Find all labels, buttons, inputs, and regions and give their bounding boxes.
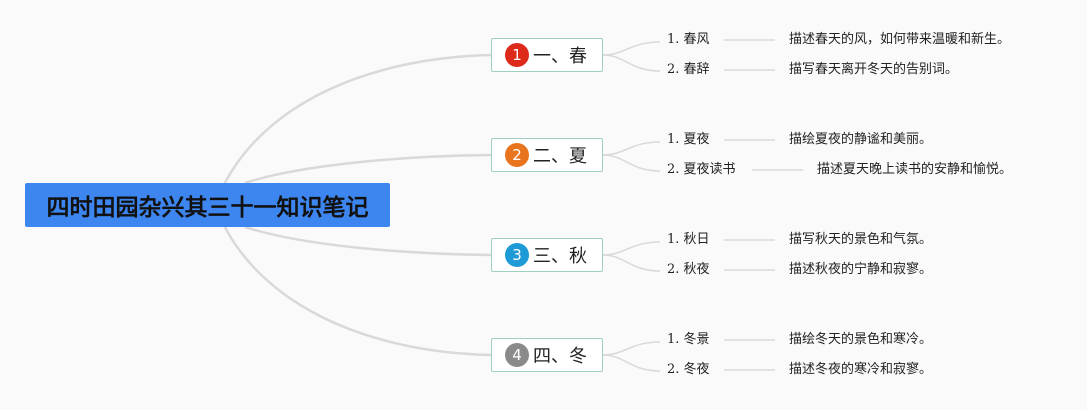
root-node[interactable]: 四时田园杂兴其三十一知识笔记 [25, 183, 390, 227]
connector-b3-leaf1 [602, 241, 661, 256]
desc-summer-1[interactable]: 描绘夏夜的静谧和美丽。 [789, 132, 933, 147]
badge-number-3: 3 [505, 243, 529, 267]
desc-winter-1[interactable]: 描绘冬天的景色和寒冷。 [789, 332, 933, 347]
connector-root-branch-3 [244, 225, 492, 257]
branch-node-autumn[interactable]: 3 三、秋 [491, 238, 603, 272]
leaf-node-spring-1[interactable]: 1. 春风 [667, 32, 710, 47]
branch-label: 三、秋 [533, 246, 587, 267]
leaf-node-spring-2[interactable]: 2. 春辞 [667, 62, 710, 77]
connector-b1-leaf2 [602, 54, 661, 72]
connector-b2-leaf2 [602, 154, 661, 172]
badge-number-4: 4 [505, 343, 529, 367]
branch-node-spring[interactable]: 1 一、春 [491, 38, 603, 72]
connector-root-branch-4 [213, 204, 492, 357]
leaf-node-winter-2[interactable]: 2. 冬夜 [667, 362, 710, 377]
desc-winter-2[interactable]: 描述冬夜的寒冷和寂寥。 [789, 362, 933, 377]
connector-b2-leaf1 [602, 141, 661, 156]
branch-node-summer[interactable]: 2 二、夏 [491, 138, 603, 172]
connector-b3-leaf2 [602, 254, 661, 272]
desc-autumn-1[interactable]: 描写秋天的景色和气氛。 [789, 232, 933, 247]
root-title: 四时田园杂兴其三十一知识笔记 [46, 195, 369, 221]
leaf-node-summer-1[interactable]: 1. 夏夜 [667, 132, 710, 147]
leaf-node-winter-1[interactable]: 1. 冬景 [667, 332, 710, 347]
branch-label: 二、夏 [533, 146, 587, 167]
leaf-node-summer-2[interactable]: 2. 夏夜读书 [667, 162, 736, 177]
badge-number-2: 2 [505, 143, 529, 167]
branch-label: 四、冬 [533, 346, 587, 367]
connector-b4-leaf2 [602, 354, 661, 372]
leaf-node-autumn-2[interactable]: 2. 秋夜 [667, 262, 710, 277]
connector-root-branch-2 [244, 153, 492, 185]
connector-b1-leaf1 [602, 41, 661, 56]
desc-summer-2[interactable]: 描述夏天晚上读书的安静和愉悦。 [817, 162, 1013, 177]
desc-spring-1[interactable]: 描述春天的风，如何带来温暖和新生。 [789, 32, 1011, 47]
desc-spring-2[interactable]: 描写春天离开冬天的告别词。 [789, 62, 959, 77]
connector-root-branch-1 [213, 53, 492, 206]
connector-b4-leaf1 [602, 341, 661, 356]
branch-node-winter[interactable]: 4 四、冬 [491, 338, 603, 372]
branch-label: 一、春 [533, 46, 587, 67]
leaf-node-autumn-1[interactable]: 1. 秋日 [667, 232, 710, 247]
desc-autumn-2[interactable]: 描述秋夜的宁静和寂寥。 [789, 262, 933, 277]
badge-number-1: 1 [505, 43, 529, 67]
